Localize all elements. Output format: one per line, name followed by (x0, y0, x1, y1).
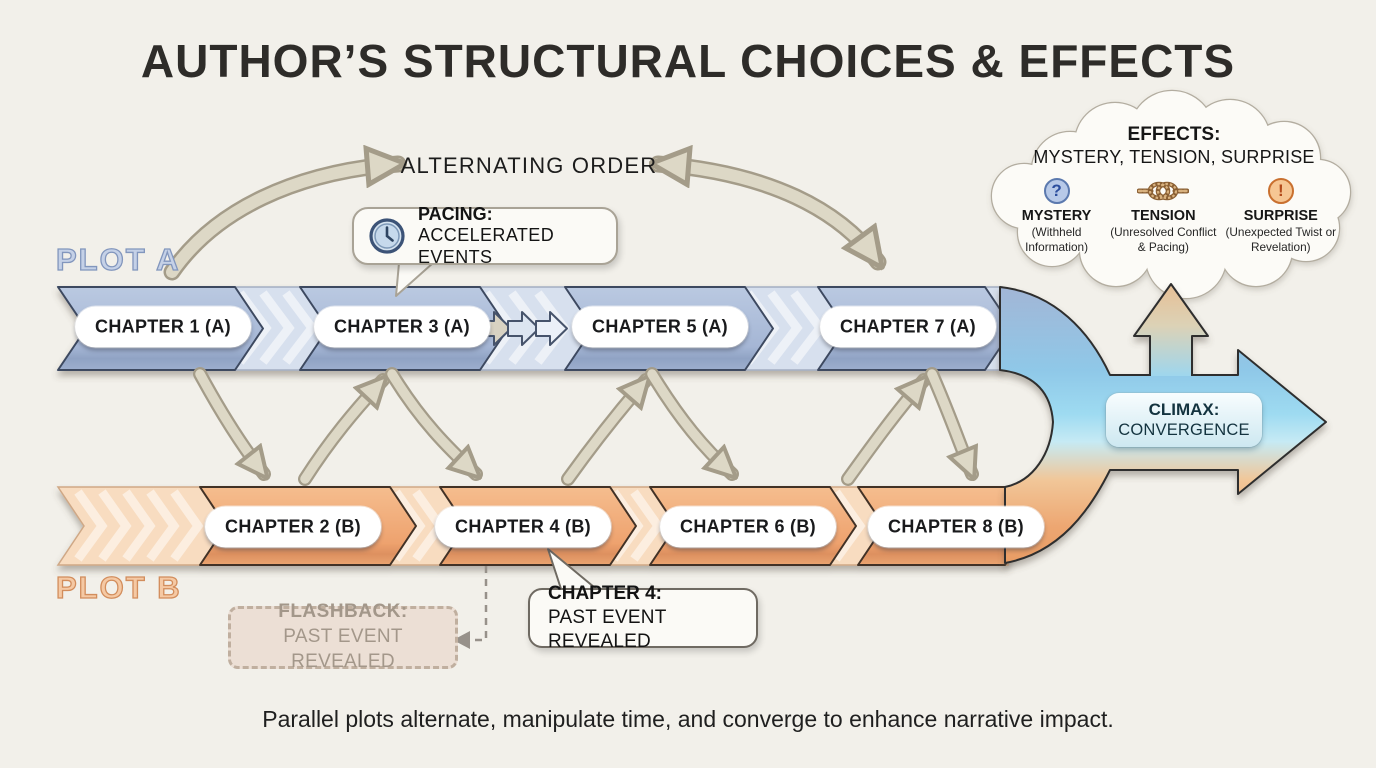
plot-a-label: PLOT A (55, 241, 181, 277)
effect-mystery: ? MYSTERY (Withheld Information) (1008, 176, 1105, 254)
clock-icon (368, 217, 406, 255)
effect-mystery-name: MYSTERY (1021, 208, 1092, 224)
effects-cloud: EFFECTS: MYSTERY, TENSION, SURPRISE ? MY… (1002, 124, 1346, 254)
knot-icon (1137, 179, 1190, 203)
plot-alternation-arrows (193, 367, 979, 486)
climax-title: CLIMAX: (1148, 400, 1220, 420)
effect-mystery-detail: (Withheld Information) (1025, 225, 1089, 254)
effect-tension: TENSION (Unresolved Conflict & Pacing) (1105, 176, 1221, 254)
chapter-pill-7a: CHAPTER 7 (A) (820, 306, 996, 348)
effect-tension-name: TENSION (1131, 208, 1196, 224)
flashback-arrowhead (453, 631, 470, 649)
pacing-text: ACCELERATED EVENTS (418, 225, 555, 267)
climax-up-arrow (1133, 283, 1209, 376)
page-title: AUTHOR’S STRUCTURAL CHOICES & EFFECTS (140, 35, 1236, 87)
chapter-pill-4b: CHAPTER 4 (B) (435, 506, 611, 548)
chapter-pill-6b: CHAPTER 6 (B) (660, 506, 836, 548)
flashback-text: PAST EVENT REVEALED (283, 626, 403, 672)
alternating-order-arrows (163, 164, 887, 281)
flashback-connector (453, 566, 488, 649)
chapter4-callout: CHAPTER 4: PAST EVENT REVEALED (528, 583, 758, 652)
climax-label: CLIMAX: CONVERGENCE (1106, 393, 1262, 447)
climax-text: CONVERGENCE (1118, 421, 1250, 440)
bottom-caption: Parallel plots alternate, manipulate tim… (262, 706, 1114, 732)
effect-surprise-name: SURPRISE (1243, 208, 1318, 224)
chapter-pill-8b: CHAPTER 8 (B) (868, 506, 1044, 548)
chapter-pill-5a: CHAPTER 5 (A) (572, 306, 748, 348)
flashback-title: FLASHBACK: (278, 601, 408, 623)
chapter4-callout-title: CHAPTER 4: (548, 583, 663, 605)
effects-title: EFFECTS: (1127, 124, 1221, 145)
alternating-order-label: ALTERNATING ORDER (400, 153, 658, 178)
accelerated-pacing-arrows (479, 311, 568, 346)
flashback-box: FLASHBACK: PAST EVENT REVEALED (228, 601, 458, 672)
effects-cloud-shape (990, 89, 1352, 300)
pacing-callout: PACING: ACCELERATED EVENTS (352, 203, 618, 267)
effect-surprise-detail: (Unexpected Twist or Revelation) (1225, 225, 1337, 254)
chapter-pill-1a: CHAPTER 1 (A) (75, 306, 251, 348)
pacing-title: PACING: (418, 203, 493, 224)
chapter-pill-2b: CHAPTER 2 (B) (205, 506, 381, 548)
effects-subtitle: MYSTERY, TENSION, SURPRISE (1033, 147, 1315, 167)
chapter4-callout-text: PAST EVENT REVEALED (548, 607, 667, 652)
plot-b-label: PLOT B (55, 569, 182, 605)
effect-tension-detail: (Unresolved Conflict & Pacing) (1110, 225, 1217, 254)
exclamation-icon: ! (1267, 178, 1294, 204)
question-icon: ? (1043, 178, 1070, 204)
effect-surprise: ! SURPRISE (Unexpected Twist or Revelati… (1222, 176, 1340, 254)
chapter-pill-3a: CHAPTER 3 (A) (314, 306, 490, 348)
